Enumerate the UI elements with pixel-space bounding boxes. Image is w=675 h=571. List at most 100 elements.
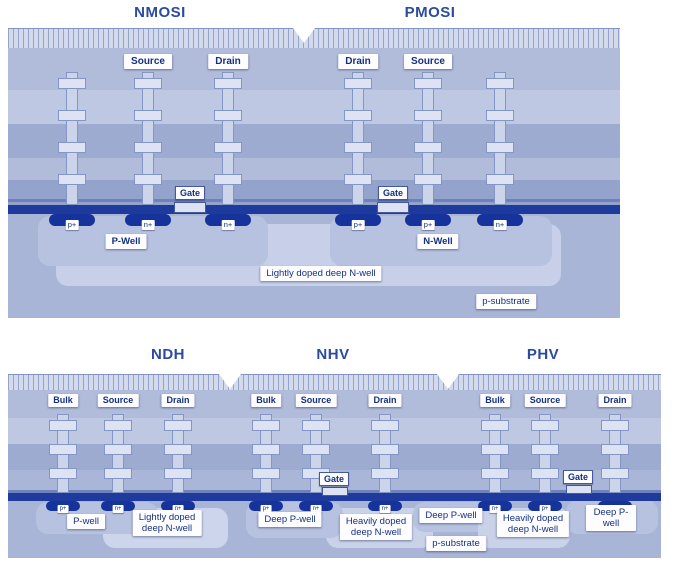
lightly-doped-deep-nwell-label: Lightly doped deep N-well <box>132 510 202 536</box>
metal-plate <box>481 468 509 479</box>
metal-plate <box>601 444 629 455</box>
metal-plate <box>164 420 192 431</box>
p-substrate-label: p-substrate <box>426 536 486 551</box>
device-title-nmosi: NMOSI <box>134 4 186 21</box>
metal-plate <box>252 468 280 479</box>
p-substrate-label: p-substrate <box>476 294 536 309</box>
implant-label: n+ <box>221 220 235 230</box>
deep-pwell-label: Deep P-well <box>258 512 322 527</box>
metal-plate <box>252 420 280 431</box>
via-stack <box>352 72 364 205</box>
implant-label: p+ <box>65 220 79 230</box>
terminal-label-drain: Drain <box>368 394 402 407</box>
via-stack <box>66 72 78 205</box>
implant-label: n+ <box>172 505 184 513</box>
metal-plate <box>531 468 559 479</box>
metal-plate <box>344 142 372 153</box>
terminal-label-source: Source <box>295 394 337 407</box>
via-stack <box>494 72 506 205</box>
metal-plate <box>134 142 162 153</box>
heavily-doped-deep-nwell-label: Heavily doped deep N-well <box>496 511 570 537</box>
metal-plate <box>481 444 509 455</box>
metal-band <box>8 124 620 158</box>
device-title-ndh: NDH <box>151 346 185 363</box>
implant-label: p+ <box>539 505 551 513</box>
device-title-pmosi: PMOSI <box>404 4 456 21</box>
metal-plate <box>214 142 242 153</box>
implant-label: n+ <box>379 505 391 513</box>
passivation-notch <box>293 28 315 43</box>
metal-plate <box>58 142 86 153</box>
metal-plate <box>414 110 442 121</box>
contact-stripe <box>8 199 620 202</box>
gate-poly-nmos <box>174 202 206 213</box>
metal-plate <box>531 420 559 431</box>
metal-plate <box>58 78 86 89</box>
metal-plate <box>252 444 280 455</box>
metal-plate <box>104 468 132 479</box>
gate-poly-nhv <box>322 487 348 496</box>
metal-plate <box>486 142 514 153</box>
metal-plate <box>302 420 330 431</box>
metal-plate <box>214 78 242 89</box>
metal-plate <box>164 444 192 455</box>
implant-label: p+ <box>57 505 69 513</box>
metal-plate <box>481 420 509 431</box>
silicide-band <box>8 493 661 501</box>
metal-plate <box>58 174 86 185</box>
terminal-label-bulk: Bulk <box>251 394 281 407</box>
via-stack <box>422 72 434 205</box>
deep-pwell-label: Deep P-well <box>419 508 483 523</box>
metal-plate <box>58 110 86 121</box>
device-title-phv: PHV <box>526 346 560 363</box>
deep-nwell-label: Lightly doped deep N-well <box>260 266 382 281</box>
terminal-label-drain: Drain <box>598 394 632 407</box>
gate-label: Gate <box>377 186 409 200</box>
metal-plate <box>49 444 77 455</box>
metal-plate <box>49 468 77 479</box>
implant-label: n+ <box>141 220 155 230</box>
heavily-doped-deep-nwell-label: Heavily doped deep N-well <box>339 514 413 540</box>
silicide-band <box>8 205 620 214</box>
metal-plate <box>414 174 442 185</box>
deep-pwell-label: Deep P-well <box>586 505 636 531</box>
gate-label: Gate <box>318 472 350 486</box>
gate-label: Gate <box>174 186 206 200</box>
metal-plate <box>344 78 372 89</box>
n-well-label: N-Well <box>417 234 459 249</box>
metal-plate <box>344 174 372 185</box>
via-stacks <box>8 28 620 318</box>
metal-plate <box>531 444 559 455</box>
implant-label: n+ <box>493 220 507 230</box>
metal-plate <box>371 468 399 479</box>
implant-label: n+ <box>112 505 124 513</box>
hv-devices-cross-section-panel: p+ n+ n+ p+ n+ n+ n+ p+ p+ Bulk Source D… <box>8 374 661 558</box>
metal-plate <box>214 110 242 121</box>
terminal-label-source: Source <box>524 394 566 407</box>
metal-plate <box>371 420 399 431</box>
metal-plate <box>486 78 514 89</box>
passivation-notch <box>437 374 459 389</box>
metal-plate <box>134 78 162 89</box>
metal-plate <box>302 444 330 455</box>
metal-plate <box>104 444 132 455</box>
metal-plate <box>164 468 192 479</box>
metal-plate <box>134 110 162 121</box>
metal-plate <box>104 420 132 431</box>
gate-poly-pmos <box>377 202 409 213</box>
passivation-notch <box>219 374 241 389</box>
metal-plate <box>214 174 242 185</box>
via-stacks <box>8 374 661 558</box>
implant-label: n+ <box>489 505 501 513</box>
device-title-nhv: NHV <box>316 346 350 363</box>
p-well-label: P-well <box>67 514 105 529</box>
metal-plate <box>601 420 629 431</box>
metal-plate <box>486 110 514 121</box>
gate-poly-phv <box>566 485 592 494</box>
metal-plate <box>414 142 442 153</box>
top-metal-band <box>8 48 620 90</box>
implant-label: n+ <box>310 505 322 513</box>
terminal-label-source: Source <box>124 54 172 69</box>
metal-plate <box>134 174 162 185</box>
terminal-label-source: Source <box>97 394 139 407</box>
